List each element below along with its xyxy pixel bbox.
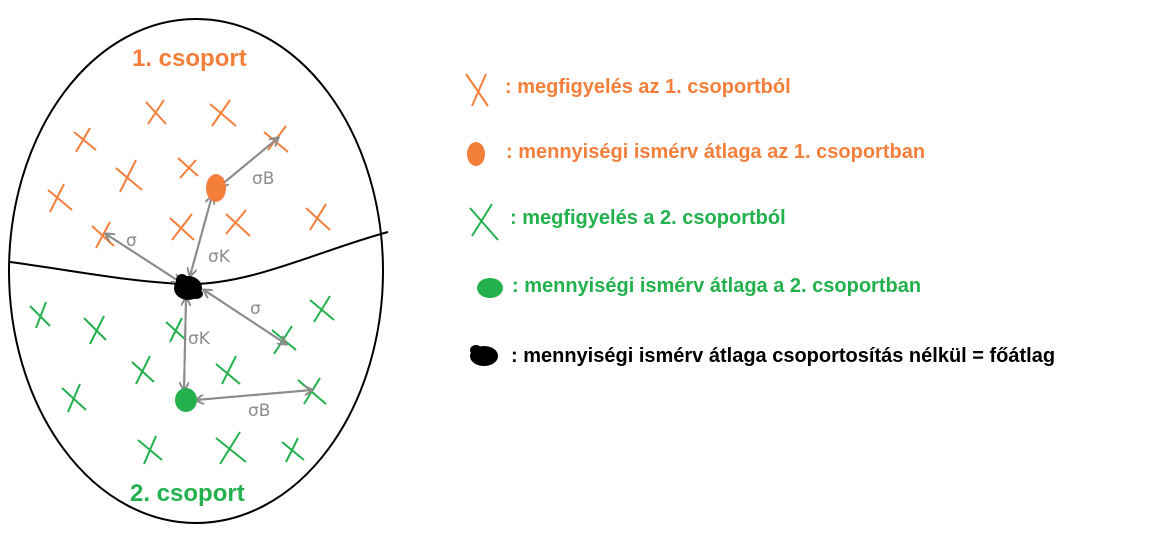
black-blob-icon: [470, 345, 498, 366]
grand-mean-blob: [174, 274, 203, 300]
orange-x-icon: [145, 99, 167, 125]
orange-x-icon: [209, 99, 237, 127]
green-x-icon: [83, 315, 107, 345]
population-ellipse: [8, 18, 384, 524]
green-x-icon: [29, 301, 51, 329]
green-x-icon: [215, 355, 241, 385]
sigma-right-label: σ: [250, 299, 261, 319]
sigma-left-label: σ: [126, 231, 137, 251]
orange-x-icon: [169, 213, 195, 241]
sigma-k-upper-label: σK: [208, 247, 231, 267]
orange-x-icon: [177, 157, 199, 179]
green-dot-icon: [477, 278, 503, 298]
group1-mean-dot: [206, 174, 226, 202]
legend-item-group2-mean: : mennyiségi ismérv átlaga a 2. csoportb…: [512, 275, 922, 297]
orange-x-icon: [305, 203, 331, 231]
legend-icons: [465, 73, 503, 366]
green-x-icon: [61, 383, 87, 413]
sigma-k-lower-label: σK: [188, 329, 211, 349]
green-x-icon: [281, 437, 305, 463]
green-x-icon: [271, 325, 297, 355]
group2-label: 2. csoport: [130, 480, 245, 507]
sigma-b-lower-label: σB: [248, 401, 270, 421]
group2-observations: [29, 295, 335, 465]
legend-item-group1-mean: : mennyiségi ismérv átlaga az 1. csoport…: [506, 141, 926, 163]
sigma-b-upper-label: σB: [252, 169, 274, 189]
green-x-icon: [309, 295, 335, 323]
orange-x-icon: [91, 221, 115, 249]
group1-observations: [47, 99, 331, 249]
green-x-icon: [131, 355, 155, 385]
orange-x-icon: [47, 183, 73, 213]
orange-x-icon: [225, 209, 251, 237]
green-x-icon: [469, 203, 499, 241]
orange-dot-icon: [467, 142, 485, 166]
green-x-icon: [165, 317, 187, 343]
legend-item-group1-observation: : megfigyelés az 1. csoportból: [505, 76, 791, 98]
green-x-icon: [137, 435, 163, 465]
group1-label: 1. csoport: [132, 45, 247, 72]
orange-x-icon: [115, 159, 143, 193]
group2-mean-dot: [175, 388, 197, 412]
orange-x-icon: [465, 73, 489, 107]
legend-item-group2-observation: : megfigyelés a 2. csoportból: [510, 207, 786, 229]
deviation-arrows: [106, 138, 312, 400]
orange-x-icon: [73, 127, 97, 153]
legend-item-grand-mean: : mennyiségi ismérv átlaga csoportosítás…: [511, 345, 1056, 367]
green-x-icon: [215, 431, 247, 465]
